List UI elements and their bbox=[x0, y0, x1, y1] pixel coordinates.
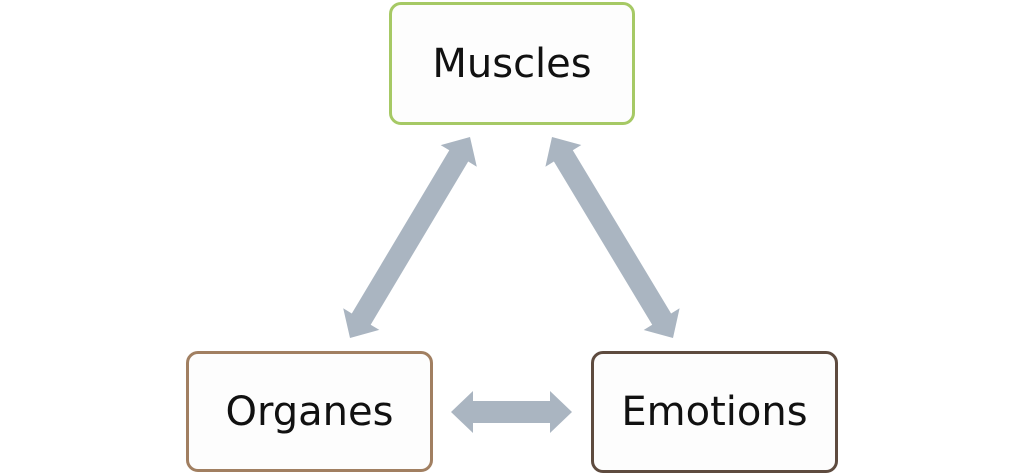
arrow-muscles-emotions bbox=[545, 137, 680, 338]
node-emotions: Emotions bbox=[591, 351, 838, 473]
node-organes: Organes bbox=[186, 351, 433, 472]
node-label-organes: Organes bbox=[225, 388, 394, 435]
node-label-muscles: Muscles bbox=[432, 40, 592, 87]
node-label-emotions: Emotions bbox=[621, 389, 808, 435]
node-muscles: Muscles bbox=[389, 2, 635, 125]
arrow-muscles-organes bbox=[343, 137, 477, 338]
arrow-organes-emotions bbox=[451, 391, 572, 433]
